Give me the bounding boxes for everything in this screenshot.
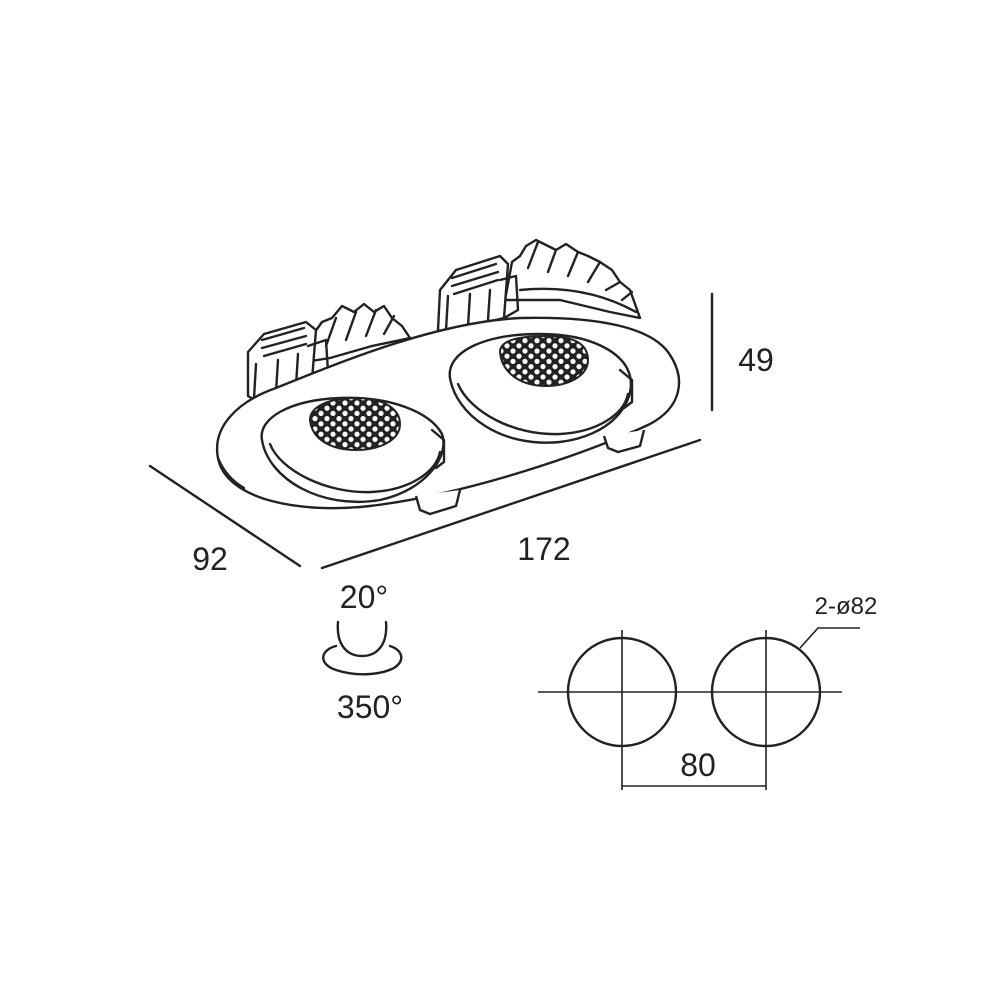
hole-diameter-label: 2-ø82 [815, 593, 878, 620]
tilt-arc-icon [336, 620, 388, 658]
heatsink-right [503, 238, 642, 320]
cutout-diagram: 80 2-ø82 [538, 593, 877, 790]
length-dimension-line [320, 438, 702, 570]
heatsink-left [303, 302, 412, 364]
tilt-angle-label: 20° [340, 579, 388, 615]
bottom-tab-right [602, 429, 646, 454]
hole-leader-line [799, 627, 860, 649]
lamp-left [260, 396, 446, 503]
lamp-right [448, 332, 634, 444]
rotate-ellipse-icon [322, 644, 403, 676]
spacing-label: 80 [680, 747, 716, 783]
length-label: 172 [517, 531, 570, 567]
rotation-symbol: 20° 350° [322, 579, 403, 725]
dimension-lines [148, 292, 714, 570]
height-label: 49 [738, 342, 774, 378]
depth-label: 92 [192, 541, 228, 577]
bottom-tab-left [414, 489, 462, 516]
fixture-isometric-view [215, 238, 681, 516]
rotate-angle-label: 350° [337, 689, 403, 725]
depth-dimension-line [148, 464, 302, 568]
spring-clip-right [436, 254, 520, 336]
